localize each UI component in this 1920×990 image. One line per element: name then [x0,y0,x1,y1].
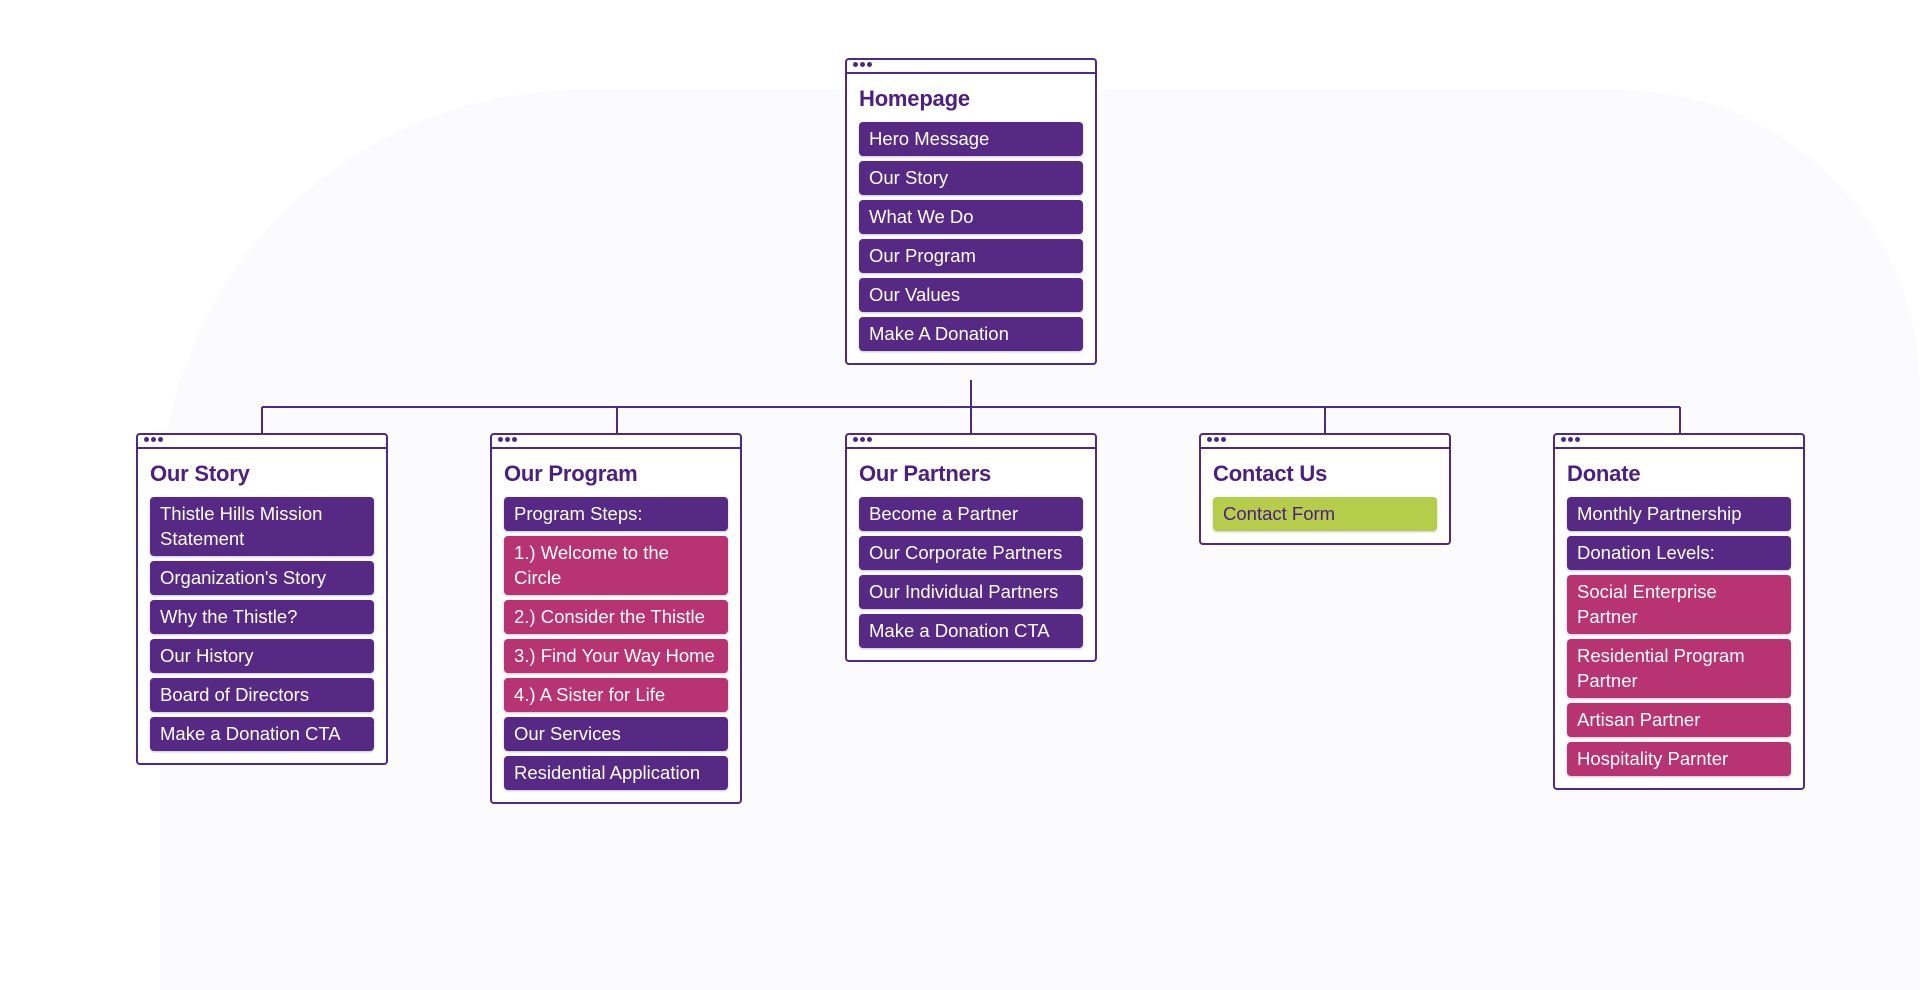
homepage-item-our-story[interactable]: Our Story [859,161,1083,195]
window-bar [492,435,740,449]
our-partners-item-corporate-partners[interactable]: Our Corporate Partners [859,536,1083,570]
card-title: Our Story [150,461,250,486]
our-program-item-program-steps[interactable]: Program Steps: [504,497,728,531]
card-title: Donate [1567,461,1641,486]
donate-item-hospitality-partner[interactable]: Hospitality Parnter [1567,742,1791,776]
our-partners-item-become-a-partner[interactable]: Become a Partner [859,497,1083,531]
homepage-item-what-we-do[interactable]: What We Do [859,200,1083,234]
our-story-item-board-of-directors[interactable]: Board of Directors [150,678,374,712]
donate-item-residential-program-partner[interactable]: Residential Program Partner [1567,639,1791,698]
donate-item-donation-levels[interactable]: Donation Levels: [1567,536,1791,570]
homepage-item-hero-message[interactable]: Hero Message [859,122,1083,156]
our-story-item-make-a-donation-cta[interactable]: Make a Donation CTA [150,717,374,751]
donate-item-artisan-partner[interactable]: Artisan Partner [1567,703,1791,737]
our-program-card: Our Program Program Steps: 1.) Welcome t… [490,433,742,804]
window-dots-icon [498,437,517,443]
contact-us-card: Contact Us Contact Form [1199,433,1451,545]
homepage-item-our-program[interactable]: Our Program [859,239,1083,273]
homepage-item-make-a-donation[interactable]: Make A Donation [859,317,1083,351]
window-dots-icon [144,437,163,443]
our-story-item-our-history[interactable]: Our History [150,639,374,673]
our-program-item-step-1[interactable]: 1.) Welcome to the Circle [504,536,728,595]
our-story-item-organizations-story[interactable]: Organization's Story [150,561,374,595]
connector-lines [261,380,1681,434]
window-dots-icon [853,62,872,68]
window-dots-icon [1207,437,1226,443]
card-title: Our Partners [859,461,992,486]
window-dots-icon [853,437,872,443]
our-program-item-step-4[interactable]: 4.) A Sister for Life [504,678,728,712]
our-story-item-mission-statement[interactable]: Thistle Hills Mission Statement [150,497,374,556]
window-dots-icon [1561,437,1580,443]
our-program-item-our-services[interactable]: Our Services [504,717,728,751]
card-title: Our Program [504,461,638,486]
donate-item-social-enterprise-partner[interactable]: Social Enterprise Partner [1567,575,1791,634]
our-program-item-residential-application[interactable]: Residential Application [504,756,728,790]
homepage-item-our-values[interactable]: Our Values [859,278,1083,312]
window-bar [1201,435,1449,449]
contact-us-item-contact-form[interactable]: Contact Form [1213,497,1437,531]
our-story-card: Our Story Thistle Hills Mission Statemen… [136,433,388,765]
our-story-item-why-the-thistle[interactable]: Why the Thistle? [150,600,374,634]
our-partners-item-individual-partners[interactable]: Our Individual Partners [859,575,1083,609]
window-bar [847,435,1095,449]
window-bar [138,435,386,449]
our-partners-item-make-a-donation-cta[interactable]: Make a Donation CTA [859,614,1083,648]
donate-item-monthly-partnership[interactable]: Monthly Partnership [1567,497,1791,531]
our-program-item-step-3[interactable]: 3.) Find Your Way Home [504,639,728,673]
our-partners-card: Our Partners Become a Partner Our Corpor… [845,433,1097,662]
window-bar [847,60,1095,74]
donate-card: Donate Monthly Partnership Donation Leve… [1553,433,1805,790]
window-bar [1555,435,1803,449]
card-title: Contact Us [1213,461,1328,486]
card-title: Homepage [859,86,970,111]
our-program-item-step-2[interactable]: 2.) Consider the Thistle [504,600,728,634]
homepage-card: Homepage Hero Message Our Story What We … [845,58,1097,365]
